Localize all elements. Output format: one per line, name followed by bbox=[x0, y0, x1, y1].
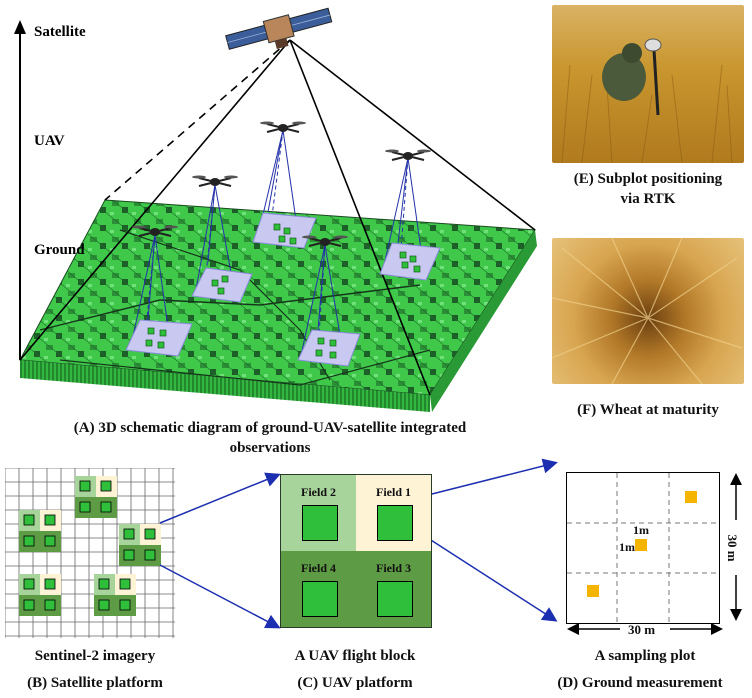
wheat-photo bbox=[552, 238, 744, 384]
field-3-plot bbox=[377, 581, 413, 617]
panel-a-caption-1: (A) 3D schematic diagram of ground-UAV-s… bbox=[0, 420, 540, 437]
panel-e-caption-1: (E) Subplot positioning bbox=[548, 171, 748, 188]
field-1-label: Field 1 bbox=[356, 485, 431, 500]
field-2-cell: Field 2 bbox=[281, 475, 357, 552]
arrow-b-to-c-top bbox=[160, 475, 278, 523]
rtk-photo bbox=[552, 5, 744, 163]
panel-d-title: A sampling plot bbox=[545, 648, 745, 665]
field-4-plot bbox=[302, 581, 338, 617]
field-3-cell: Field 3 bbox=[356, 551, 431, 627]
field-2-plot bbox=[302, 505, 338, 541]
panel-d-caption: (D) Ground measurement bbox=[530, 675, 750, 692]
arrow-c-to-d-top bbox=[420, 463, 555, 497]
field-1-cell: Field 1 bbox=[356, 475, 431, 552]
rtk-pole bbox=[654, 50, 658, 115]
surveyor bbox=[602, 53, 646, 101]
field-2-label: Field 2 bbox=[281, 485, 356, 500]
panel-f-caption: (F) Wheat at maturity bbox=[548, 402, 748, 419]
wheat-photo-svg bbox=[552, 238, 744, 384]
arrow-b-to-c-bottom bbox=[160, 565, 278, 627]
field-4-cell: Field 4 bbox=[281, 551, 357, 627]
drone-icon bbox=[192, 176, 238, 187]
rtk-photo-svg bbox=[552, 5, 744, 163]
arrow-c-to-d-bottom bbox=[420, 533, 555, 620]
dim-horizontal-label: 30 m bbox=[628, 622, 655, 638]
panel-b-caption: (B) Satellite platform bbox=[0, 675, 190, 692]
label-satellite: Satellite bbox=[34, 24, 86, 40]
drone-icon bbox=[385, 150, 431, 161]
dim-vertical-label: 30 m bbox=[724, 528, 740, 568]
drone-icon bbox=[260, 122, 306, 133]
field-1-plot bbox=[377, 505, 413, 541]
panel-c-caption: (C) UAV platform bbox=[255, 675, 455, 692]
field-3-label: Field 3 bbox=[356, 561, 431, 576]
panel-a-svg: Satellite UAV Ground bbox=[0, 0, 545, 415]
panel-a-schematic: Satellite UAV Ground bbox=[0, 0, 545, 415]
label-ground: Ground bbox=[34, 242, 85, 258]
panel-e-caption-2: via RTK bbox=[548, 191, 748, 208]
panel-b-title: Sentinel-2 imagery bbox=[0, 648, 190, 665]
panel-c-title: A UAV flight block bbox=[255, 648, 455, 665]
field-4-label: Field 4 bbox=[281, 561, 356, 576]
height-axis-arrowhead bbox=[14, 20, 26, 34]
label-uav: UAV bbox=[34, 133, 65, 149]
uav-footprint-1 bbox=[253, 213, 316, 248]
panel-c-flight-block: Field 2 Field 1 Field 4 Field 3 bbox=[280, 474, 432, 628]
